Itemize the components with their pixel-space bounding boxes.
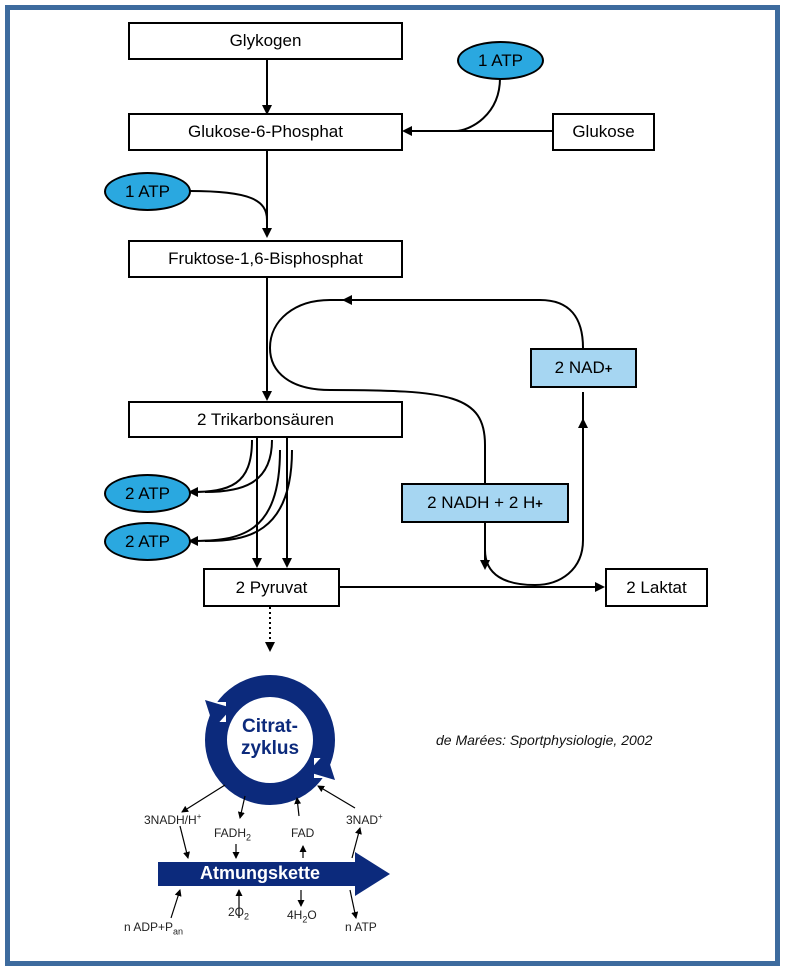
citrate-cycle-label: Citrat- zyklus bbox=[228, 716, 312, 760]
label-o2: 2O2 bbox=[228, 905, 249, 921]
laktat-box: 2 Laktat bbox=[605, 568, 708, 607]
label-h2o-sub: 2 bbox=[302, 914, 308, 925]
label-3nadh-base: 3NADH/H bbox=[144, 813, 197, 827]
pyruvat-box: 2 Pyruvat bbox=[203, 568, 340, 607]
arrow-atp-out1-a bbox=[188, 439, 253, 497]
glukose-box: Glukose bbox=[552, 113, 655, 151]
label-adp-sub: an bbox=[173, 926, 184, 937]
atp-top-ellipse: 1 ATP bbox=[457, 41, 544, 80]
trikarbonsaeuren-box: 2 Trikarbonsäuren bbox=[128, 401, 403, 438]
nad-text: 2 NAD bbox=[554, 358, 605, 377]
arrow-atp-top bbox=[454, 77, 501, 132]
label-fad: FAD bbox=[291, 826, 315, 840]
atmungskette-arrow bbox=[158, 852, 390, 896]
citrate-cycle-ring bbox=[205, 675, 335, 805]
nadh-sup: + bbox=[535, 495, 543, 511]
label-adp: n ADP+Pan bbox=[124, 920, 183, 936]
label-h2o-b: O bbox=[307, 908, 317, 922]
label-3nad-sup: + bbox=[378, 812, 383, 821]
label-adp-base: n ADP+P bbox=[124, 920, 174, 934]
label-fadh2-sub: 2 bbox=[246, 832, 252, 843]
glukose-6-phosphat-box: Glukose-6-Phosphat bbox=[128, 113, 403, 151]
label-3nadh-sup: + bbox=[196, 812, 202, 821]
arrow-atp-out2-a bbox=[188, 449, 281, 546]
atp-left-ellipse: 1 ATP bbox=[104, 172, 191, 211]
arrow-atp-out2-b bbox=[204, 449, 293, 542]
atmungskette-label: Atmungskette bbox=[200, 863, 321, 883]
label-fadh2: FADH2 bbox=[214, 826, 251, 842]
label-natp: n ATP bbox=[345, 920, 377, 934]
nadh-box: 2 NADH + 2 H+ bbox=[401, 483, 569, 523]
cycle-line2: zyklus bbox=[240, 738, 300, 759]
nad-box: 2 NAD+ bbox=[530, 348, 637, 388]
label-h2o-a: 4H bbox=[287, 908, 303, 922]
citation: de Marées: Sportphysiologie, 2002 bbox=[436, 732, 653, 748]
label-o2-base: 2O bbox=[228, 905, 245, 919]
label-o2-sub: 2 bbox=[244, 911, 250, 922]
nad-sup: + bbox=[604, 360, 613, 376]
arrow-atp-out1-b bbox=[204, 439, 273, 493]
label-3nad-base: 3NAD bbox=[346, 813, 379, 827]
glykogen-box: Glykogen bbox=[128, 22, 403, 60]
nadh-text: 2 NADH + 2 H bbox=[427, 493, 536, 512]
arrow-atp-left bbox=[189, 190, 268, 221]
nad-loop bbox=[268, 299, 584, 587]
fruktose-bisphosphat-box: Fruktose-1,6-Bisphosphat bbox=[128, 240, 403, 278]
label-h2o: 4H2O bbox=[287, 908, 317, 924]
atp-out1-ellipse: 2 ATP bbox=[104, 474, 191, 513]
cycle-line1: Citrat- bbox=[242, 716, 298, 737]
label-fadh2-base: FADH bbox=[214, 826, 247, 840]
atp-out2-ellipse: 2 ATP bbox=[104, 522, 191, 561]
label-3nadh: 3NADH/H+ bbox=[144, 812, 201, 827]
figure-frame bbox=[5, 5, 780, 966]
label-3nad: 3NAD+ bbox=[346, 812, 383, 827]
